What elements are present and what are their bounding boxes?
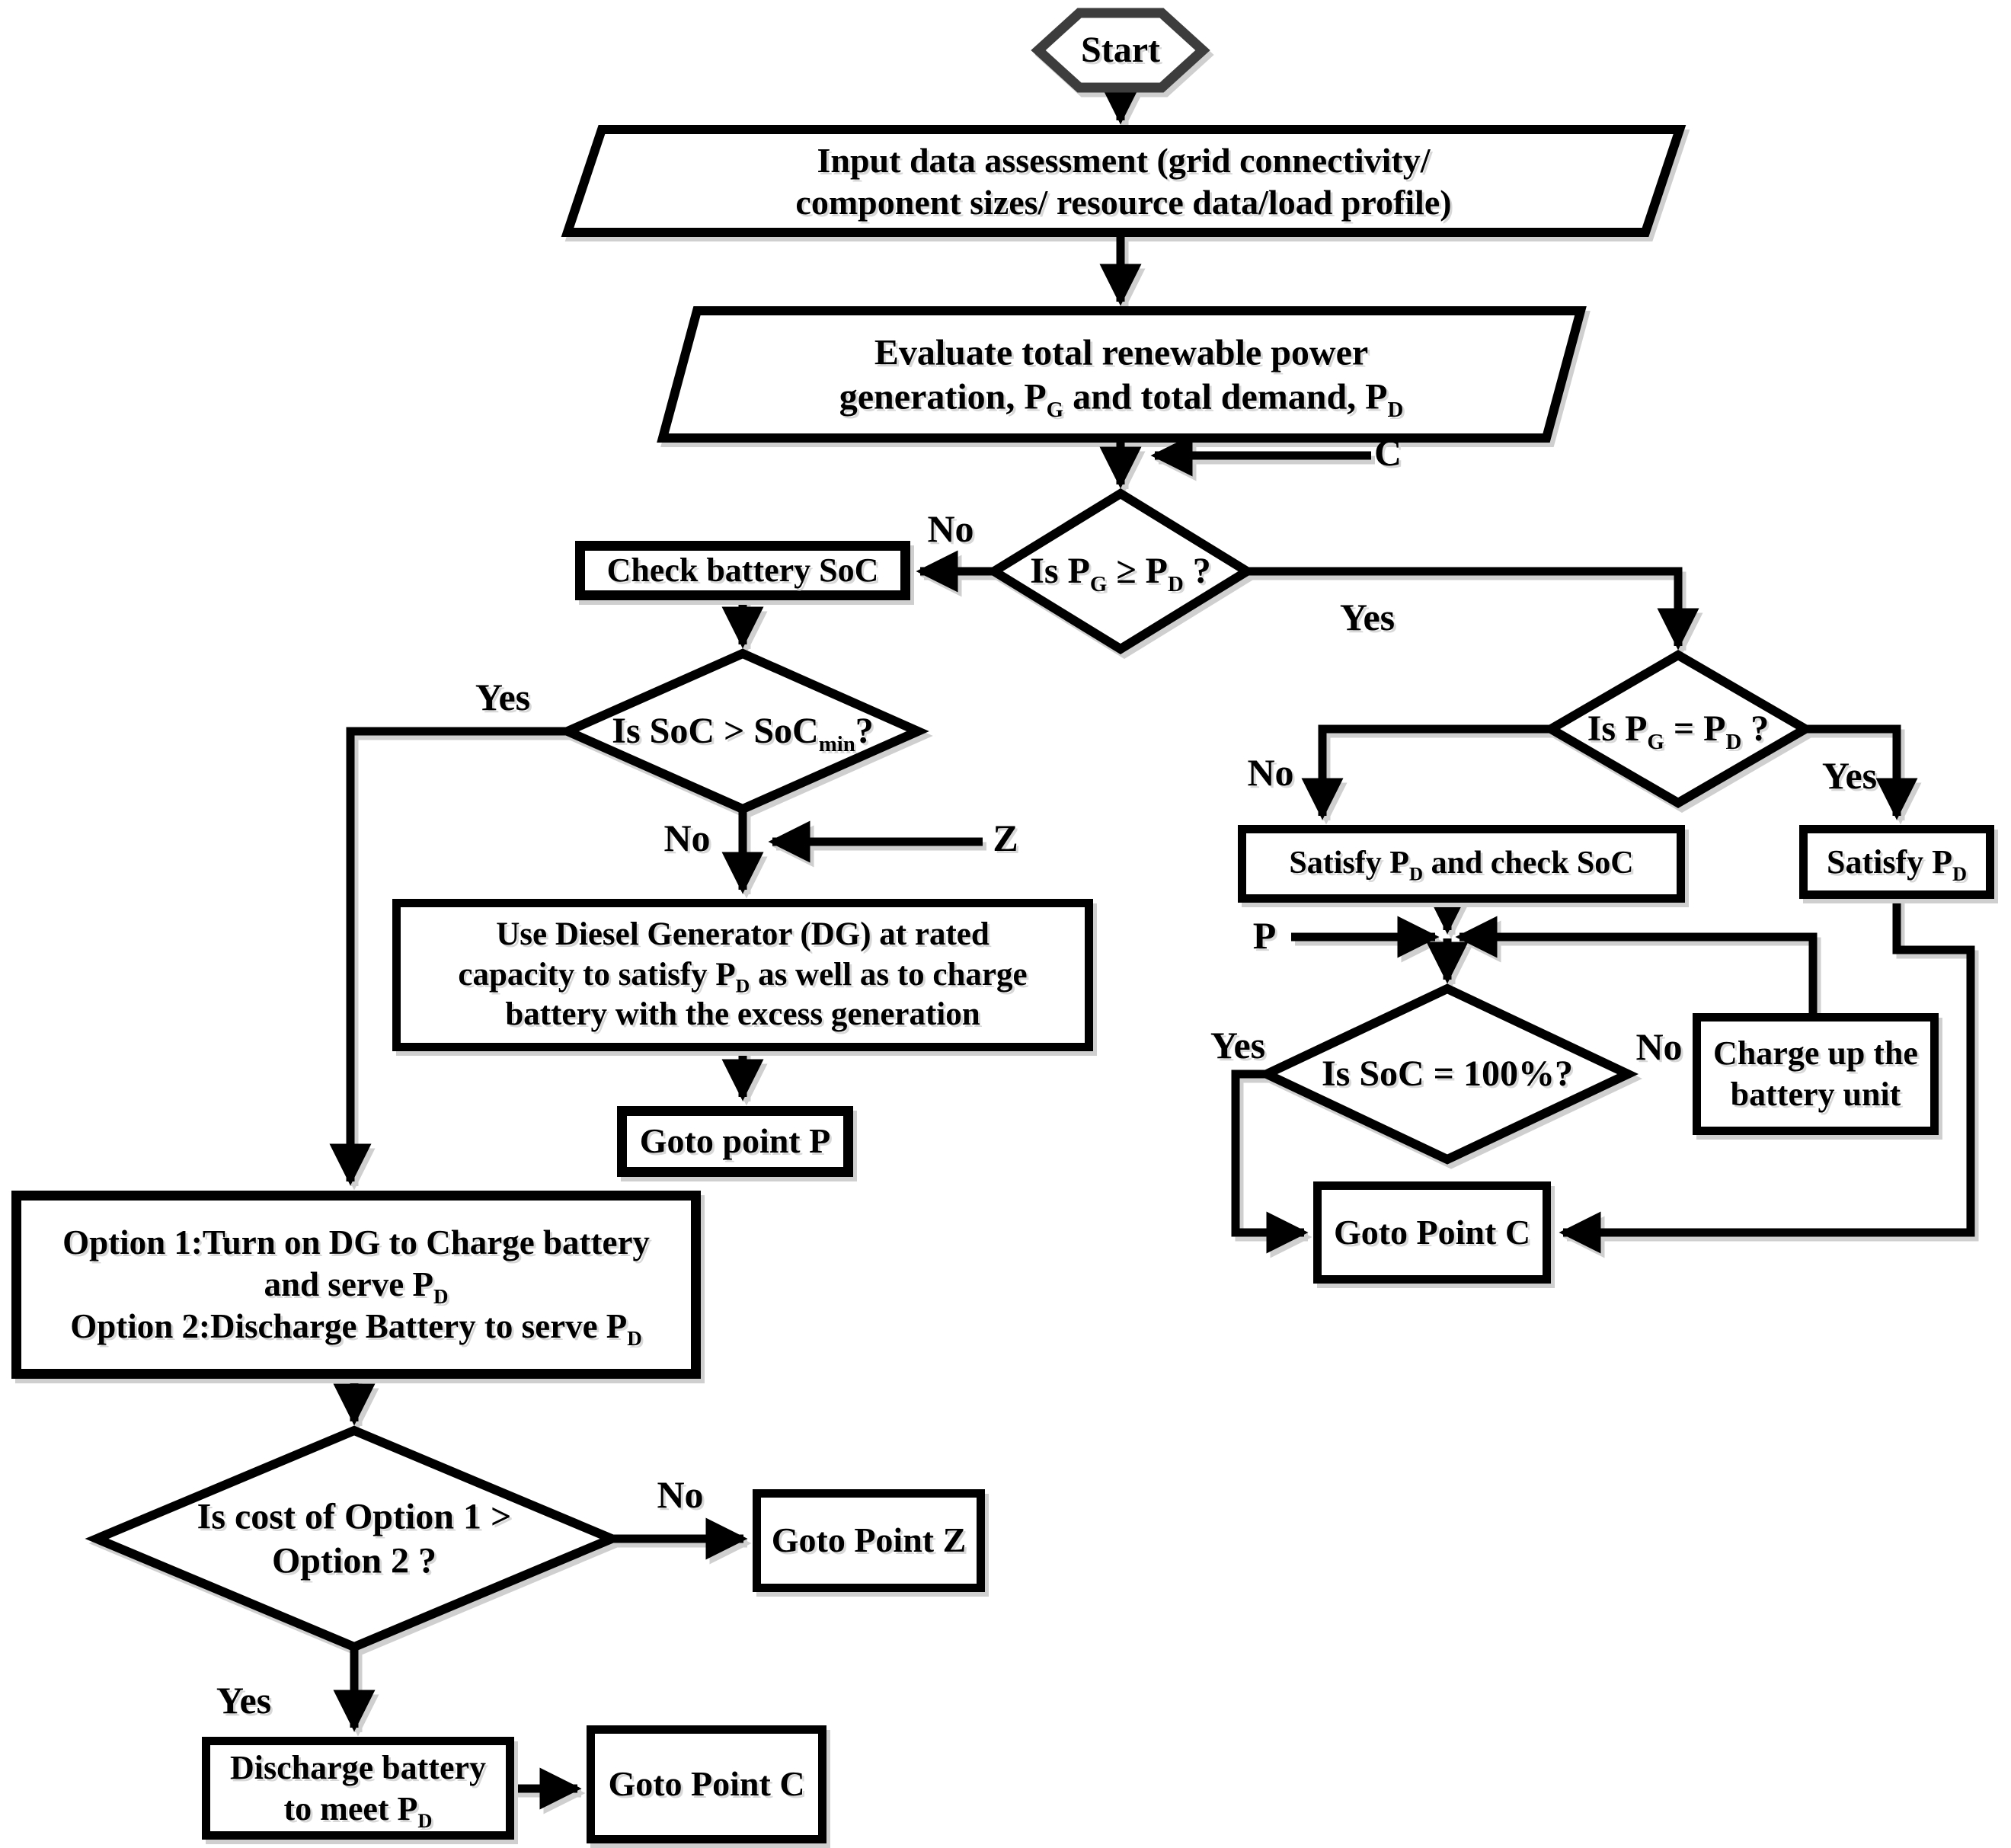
point-p-label: P xyxy=(1252,914,1277,957)
satisfy-pd-label: Satisfy PD xyxy=(1826,842,1968,885)
goto-point-p-label: Goto point P xyxy=(639,1121,831,1161)
decision-cost-diamond xyxy=(85,1425,624,1652)
dg-line1: Use Diesel Generator (DG) at rated xyxy=(496,916,990,953)
edge-satisfypd-to-gotoc xyxy=(1559,899,1975,1254)
satisfy-pd-box: Satisfy PD xyxy=(1799,825,1994,899)
evaluate-text: Evaluate total renewable power generatio… xyxy=(839,331,1404,422)
evaluate-line1: Evaluate total renewable power xyxy=(874,332,1369,373)
decision-cost-line2: Option 2 ? xyxy=(271,1540,437,1581)
decision-soc-min-diamond xyxy=(556,648,929,814)
d4-yes-label: Yes xyxy=(1210,1024,1266,1066)
options-line3: Option 2:Discharge Battery to serve PD xyxy=(70,1306,642,1350)
edge-d2-yes xyxy=(329,727,567,1186)
decision-cost-label: Is cost of Option 1 > Option 2 ? xyxy=(197,1495,512,1582)
d3-yes-label: Yes xyxy=(1821,754,1878,797)
decision-soc-min-label: Is SoC > SoCmin? xyxy=(612,711,874,756)
d3-no-label: No xyxy=(1247,751,1294,794)
edge-d3-no xyxy=(1301,724,1551,820)
options-line2: and serve PD xyxy=(264,1265,449,1309)
check-battery-soc-box: Check battery SoC xyxy=(575,541,910,600)
d5-no-label: No xyxy=(657,1473,704,1516)
satisfy-pd-check-soc-label: Satisfy PD and check SoC xyxy=(1289,846,1634,885)
decision-pg-eq-pd-label: Is PG = PD ? xyxy=(1587,708,1770,754)
charge-line2: battery unit xyxy=(1730,1076,1901,1113)
decision-cost-line1: Is cost of Option 1 > xyxy=(197,1496,512,1537)
d1-yes-label: Yes xyxy=(1339,596,1396,638)
point-z-label: Z xyxy=(993,817,1018,859)
input-parallelogram-shape xyxy=(561,125,1686,237)
input-data-line1: Input data assessment (grid connectivity… xyxy=(817,140,1431,180)
discharge-battery-box: Discharge battery to meet PD xyxy=(202,1737,514,1840)
d2-no-label: No xyxy=(663,817,711,859)
goto-point-c-right-label: Goto Point C xyxy=(1333,1212,1531,1252)
check-battery-soc-label: Check battery SoC xyxy=(606,552,879,590)
goto-point-c-left-box: Goto Point C xyxy=(587,1725,826,1843)
decision-pg-ge-pd-label: Is PG ≥ PD ? xyxy=(1030,551,1211,596)
charge-line1: Charge up the xyxy=(1713,1034,1918,1073)
discharge-line2: to meet PD xyxy=(283,1789,433,1832)
use-diesel-generator-box: Use Diesel Generator (DG) at rated capac… xyxy=(392,899,1093,1051)
d5-yes-label: Yes xyxy=(216,1679,272,1722)
input-data-text: Input data assessment (grid connectivity… xyxy=(795,139,1451,223)
decision-soc-100-label: Is SoC = 100%? xyxy=(1321,1053,1574,1095)
discharge-line1: Discharge battery xyxy=(229,1748,486,1786)
satisfy-pd-check-soc-box: Satisfy PD and check SoC xyxy=(1238,825,1685,903)
evaluate-parallelogram-shape xyxy=(657,306,1587,443)
d2-yes-label: Yes xyxy=(475,676,531,718)
d1-no-label: No xyxy=(927,507,974,550)
dg-line2: capacity to satisfy PD as well as to cha… xyxy=(458,956,1028,997)
dg-line3: battery with the excess generation xyxy=(505,996,980,1033)
decision-pg-eq-pd-diamond xyxy=(1542,650,1814,808)
start-hexagon-shape xyxy=(1031,8,1210,93)
d4-no-label: No xyxy=(1635,1025,1683,1068)
edge-d3-yes xyxy=(1805,724,1918,820)
goto-point-p-box: Goto point P xyxy=(617,1106,853,1177)
options-box: Option 1:Turn on DG to Charge battery an… xyxy=(11,1191,701,1379)
charge-battery-unit-box: Charge up the battery unit xyxy=(1693,1013,1939,1135)
decision-pg-ge-pd-diamond xyxy=(985,488,1256,655)
input-data-line2: component sizes/ resource data/load prof… xyxy=(795,183,1452,222)
evaluate-line2: generation, PG and total demand, PD xyxy=(839,376,1404,422)
decision-soc-100-diamond xyxy=(1255,983,1639,1165)
point-c-label: C xyxy=(1373,431,1402,474)
edge-charge-loopback xyxy=(1455,916,1818,1013)
goto-point-c-left-label: Goto Point C xyxy=(608,1764,805,1804)
goto-point-z-label: Goto Point Z xyxy=(771,1520,967,1560)
goto-point-z-box: Goto Point Z xyxy=(753,1489,985,1592)
options-line1: Option 1:Turn on DG to Charge battery xyxy=(62,1223,650,1262)
edge-d1-yes xyxy=(1247,567,1699,651)
start-label: Start xyxy=(1081,30,1160,71)
goto-point-c-right-box: Goto Point C xyxy=(1313,1181,1551,1284)
edge-d4-yes xyxy=(1231,1069,1309,1254)
